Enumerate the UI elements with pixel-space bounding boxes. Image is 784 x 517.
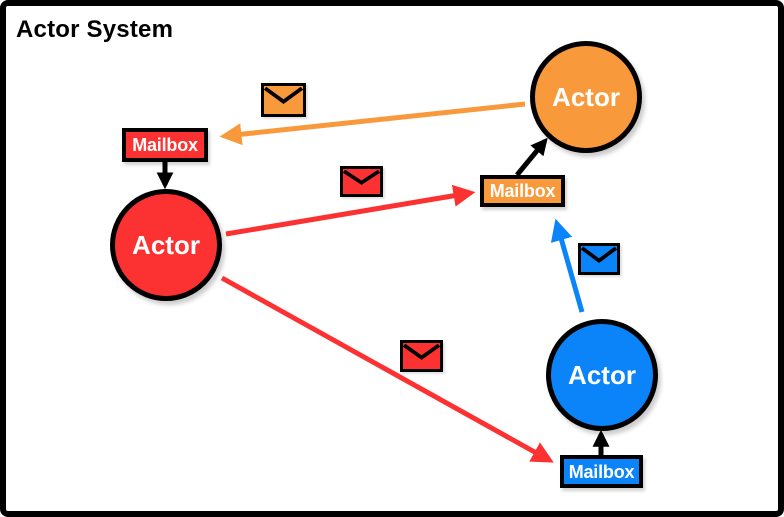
page-title: Actor System: [16, 16, 174, 43]
actor-label: Actor: [568, 359, 636, 390]
arrow-orange-mailbox-to-orange-actor: [515, 137, 548, 177]
envelope-icon-orange-message: [261, 83, 306, 117]
mailbox-label: Mailbox: [132, 135, 198, 155]
arrow-red-actor-to-orange-mailbox: [225, 184, 476, 237]
envelope-icon-red-message-1: [340, 166, 383, 197]
actor-node-blue: Actor: [546, 319, 658, 431]
mailbox-node-blue: Mailbox: [560, 455, 643, 488]
envelope-icon-red-message-2: [400, 340, 443, 372]
mailbox-node-orange: Mailbox: [480, 175, 565, 207]
mailbox-label: Mailbox: [489, 181, 556, 201]
actor-label: Actor: [552, 81, 620, 112]
actor-node-orange: Actor: [530, 41, 642, 153]
mailbox-node-red: Mailbox: [122, 128, 208, 162]
arrow-red-actor-to-blue-mailbox: [220, 275, 554, 463]
actor-label: Actor: [132, 229, 200, 260]
mailbox-label: Mailbox: [568, 461, 635, 482]
envelope-icon-blue-message: [578, 243, 620, 275]
actor-node-red: Actor: [110, 189, 222, 301]
